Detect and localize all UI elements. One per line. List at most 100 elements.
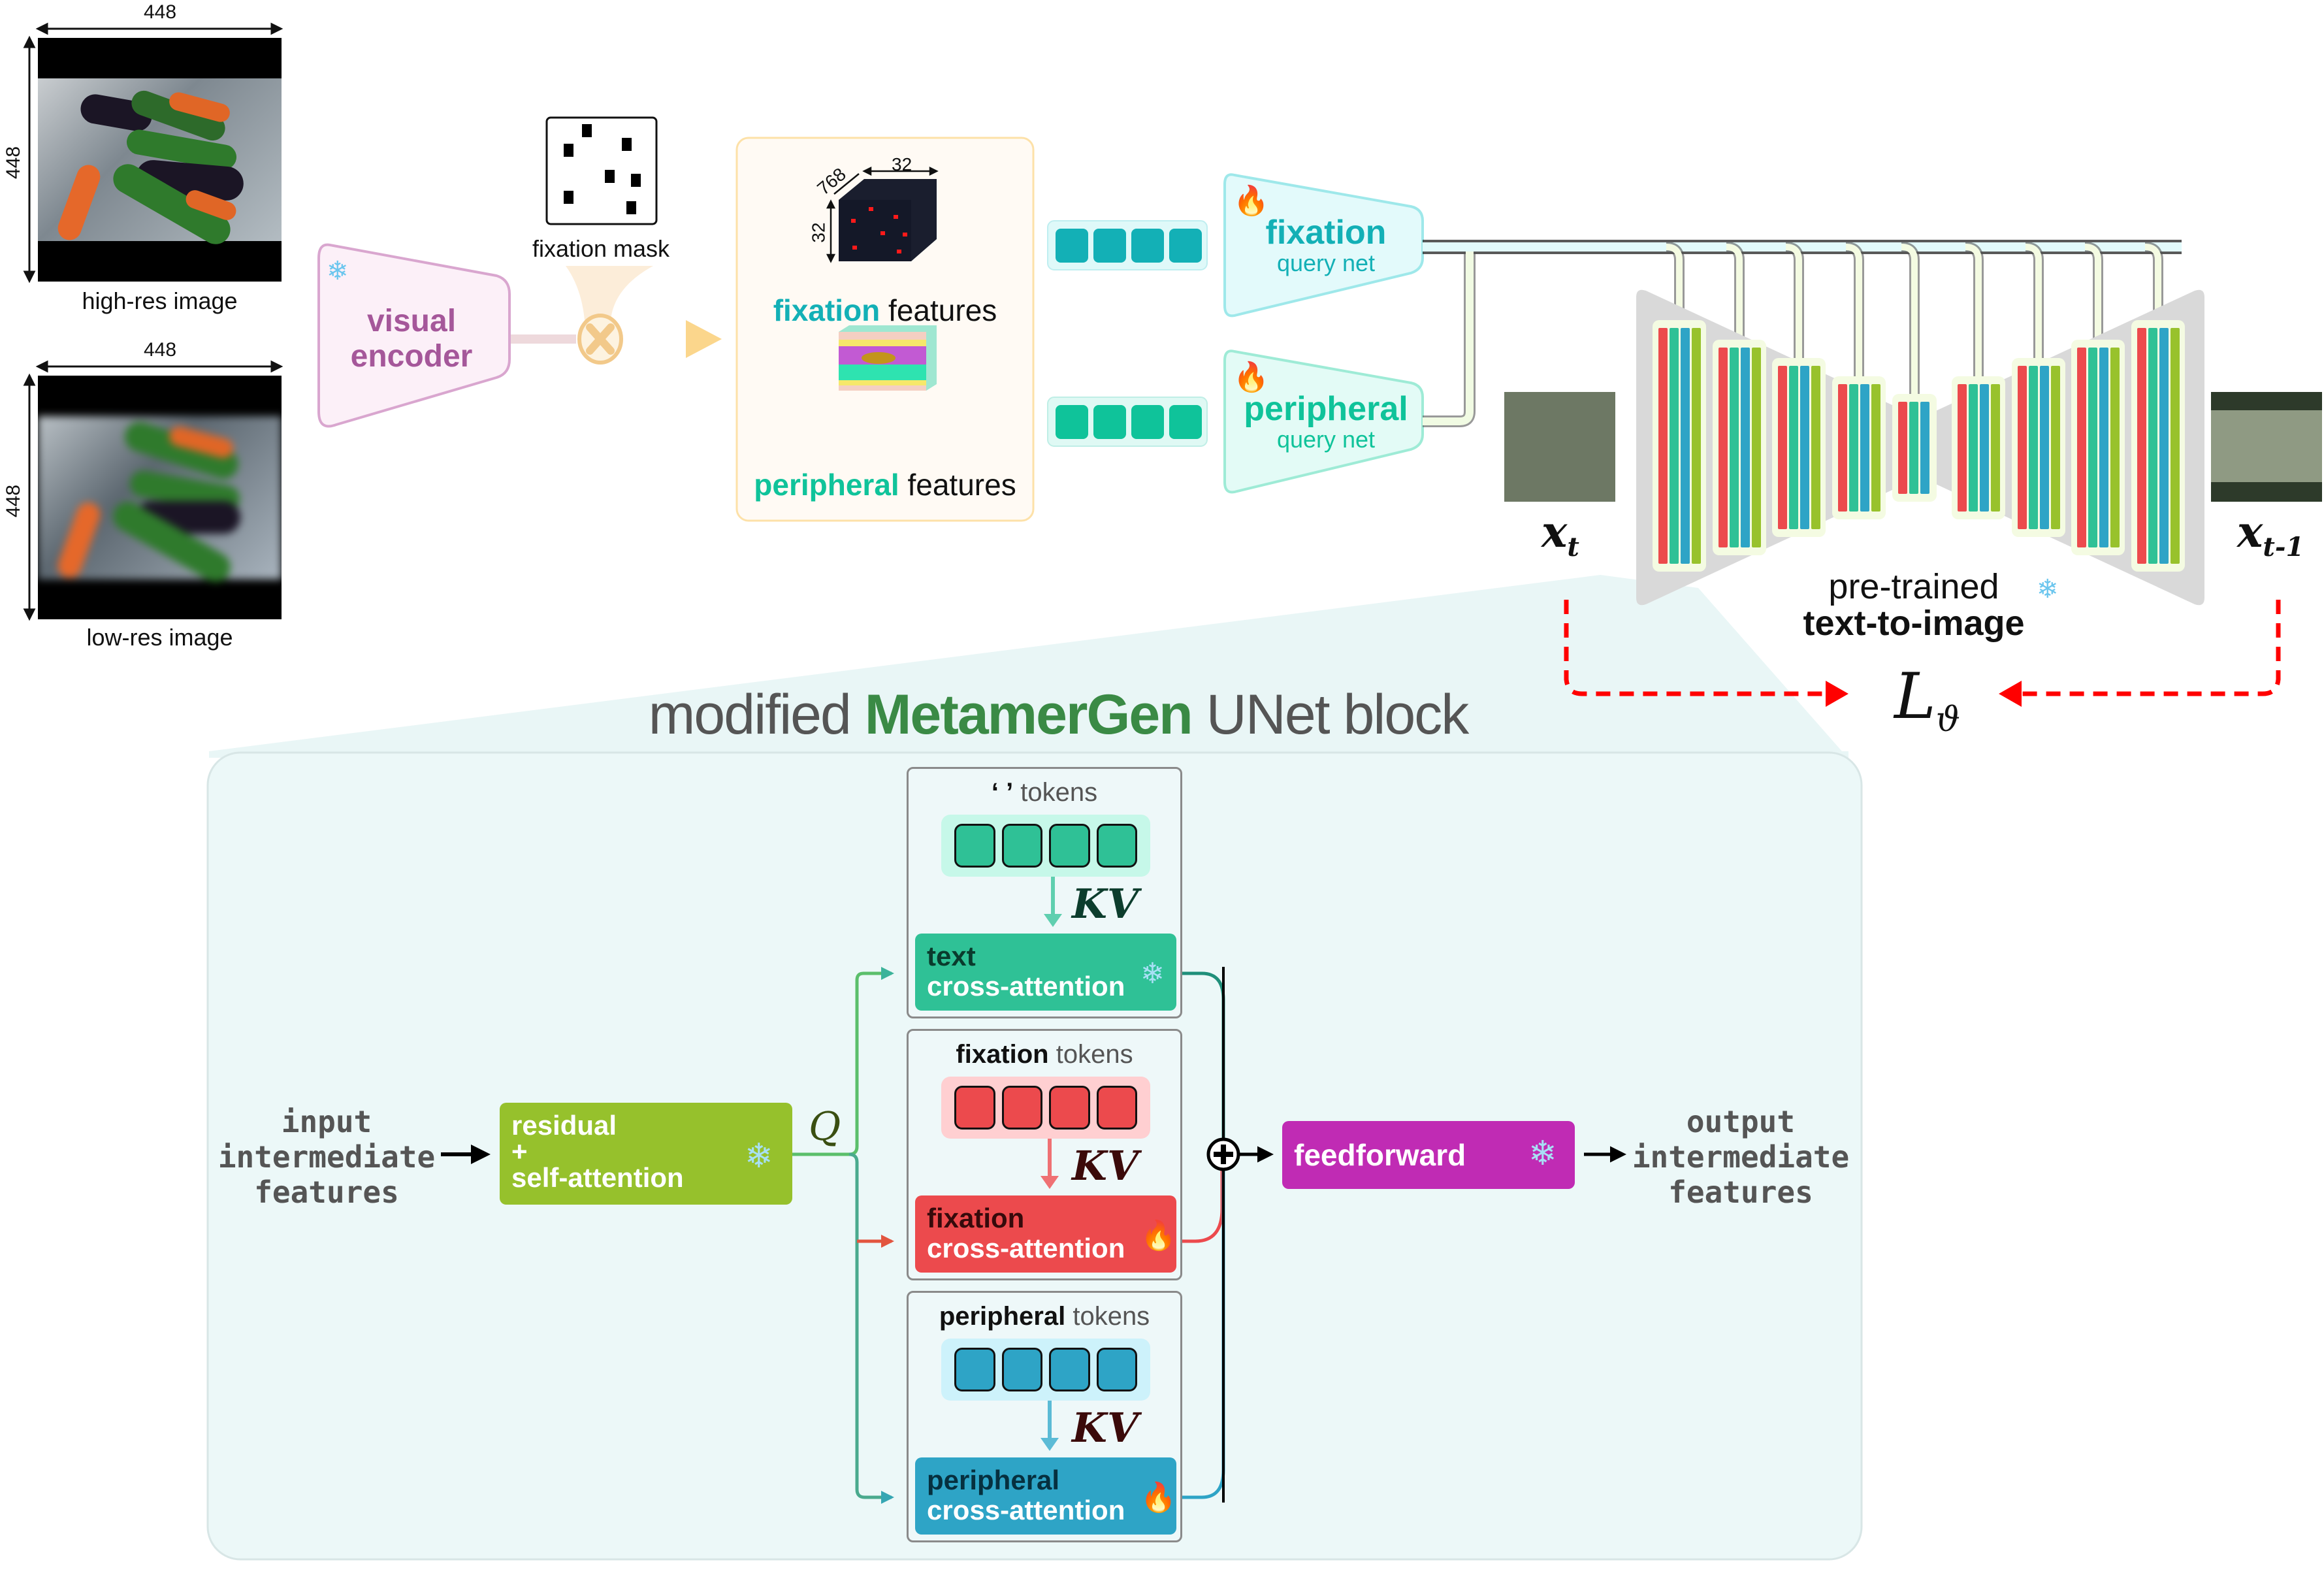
- text-ca-name: text: [927, 941, 976, 971]
- fixation-dim-height: 32: [808, 222, 829, 243]
- unet-block-stripe: [2018, 366, 2027, 529]
- peripheral-features-highlight: peripheral: [754, 468, 899, 502]
- unet-drop-tube: [2025, 244, 2042, 358]
- visual-encoder-label: visual encoder: [327, 304, 496, 374]
- dimension-arrows-lowres: [23, 360, 283, 621]
- unet-block-stripe: [1991, 384, 2000, 512]
- text-tokens-rest: tokens: [1013, 778, 1098, 807]
- peripheral-tokens-bold: peripheral: [939, 1302, 1066, 1331]
- peripheral-ca-name: peripheral: [927, 1465, 1060, 1495]
- loss-label: Lϑ: [1894, 660, 1960, 740]
- loss-arrow-left: [1564, 600, 1826, 696]
- x-t-main: x: [1541, 506, 1568, 557]
- unet-block-stripe: [1871, 384, 1880, 512]
- unet-block-stripe: [2088, 348, 2097, 547]
- snowflake-icon: ❄: [745, 1137, 773, 1175]
- peripheral-branch-panel: peripheral tokens KV peripheral cross-at…: [907, 1291, 1182, 1542]
- highres-height-label: 448: [3, 146, 25, 180]
- output-line2: intermediate: [1632, 1139, 1850, 1175]
- feedforward-label: feedforward: [1294, 1138, 1466, 1172]
- unet-block-stripe: [1800, 366, 1809, 529]
- x-t-sub: t: [1567, 532, 1579, 563]
- self-attn-line2: +: [511, 1136, 528, 1167]
- fixation-cross-attention-block: fixation cross-attention: [915, 1195, 1176, 1273]
- unet-drop-tube: [1666, 244, 1683, 320]
- unet-drop-lines: [1666, 242, 2163, 394]
- peripheral-feature-cube: [839, 325, 937, 391]
- lowres-width-label: 448: [144, 339, 177, 361]
- dimension-arrows-highres: [23, 22, 283, 284]
- peripheral-tokens: [941, 1339, 1150, 1401]
- unet-block-stripe: [2137, 328, 2146, 564]
- snowflake-icon: ❄: [1140, 958, 1165, 990]
- unet-block-stripe: [1681, 328, 1690, 564]
- unet-drop-tube: [1785, 244, 1802, 358]
- fixation-tokens-bold: fixation: [956, 1040, 1049, 1069]
- unet-block-stripe: [1849, 384, 1858, 512]
- loss-arrow-right: [2022, 600, 2281, 696]
- fire-icon: 🔥: [1233, 361, 1269, 393]
- peripheral-cross-attention-block: peripheral cross-attention: [915, 1457, 1176, 1535]
- unet-block-stripe: [2099, 348, 2108, 547]
- unet-drop-tube: [1901, 244, 1918, 394]
- unet-block-stripe: [1692, 328, 1701, 564]
- unet-block-stripe: [1920, 402, 1929, 494]
- title-post: UNet block: [1191, 683, 1470, 746]
- snowflake-icon: ❄: [1528, 1135, 1557, 1173]
- fixation-mask-box: [545, 116, 658, 225]
- highres-width-label: 448: [144, 1, 177, 23]
- unet-block-stripe: [1811, 366, 1820, 529]
- snowflake-icon: ❄: [2037, 575, 2059, 604]
- lowres-height-label: 448: [3, 484, 25, 518]
- text-tokens-header: ‘ ’ tokens: [909, 778, 1180, 807]
- x-t-label: xt: [1541, 506, 1579, 562]
- self-attn-line3: self-attention: [511, 1162, 684, 1193]
- unet-block-stripe: [1909, 402, 1918, 494]
- title-pre: modified: [648, 683, 865, 746]
- self-attn-line1: residual: [511, 1110, 617, 1141]
- fixation-ca-name: fixation: [927, 1203, 1025, 1233]
- unet-label-line2: text-to-image: [1803, 604, 2025, 643]
- x-t-minus-1-main: x: [2237, 506, 2263, 557]
- text-tokens: [941, 815, 1150, 877]
- unet-block-stripe: [1969, 384, 1978, 512]
- peripheral-features-label: peripheral features: [737, 467, 1033, 502]
- unet-block-stripe: [2171, 328, 2180, 564]
- peripheral-query-net-shape: [1223, 350, 1424, 494]
- self-attention-block: residual + self-attention: [500, 1103, 792, 1205]
- x-t-minus-1-label: xt-1: [2237, 506, 2304, 562]
- fixation-tokens-rest: tokens: [1048, 1040, 1133, 1069]
- fixation-tokens: [941, 1077, 1150, 1139]
- fire-icon: 🔥: [1233, 185, 1269, 217]
- unet-block-stripe: [2051, 366, 2060, 529]
- unet-block-stripe: [1752, 348, 1761, 547]
- fixation-dim-width: 32: [892, 154, 912, 174]
- fixation-query-net: fixation query net: [1244, 216, 1408, 277]
- feedforward-block: feedforward: [1282, 1121, 1575, 1189]
- fixation-features-highlight: fixation: [773, 293, 880, 327]
- input-line2: intermediate: [218, 1139, 436, 1175]
- unet-blocks: [1653, 320, 2185, 572]
- input-line3: features: [254, 1175, 399, 1210]
- fixation-query-net-title: fixation: [1265, 214, 1387, 252]
- unet-block-stripe: [2077, 348, 2086, 547]
- unet-block-stripe: [1789, 366, 1798, 529]
- input-features-label: input intermediate features: [216, 1104, 438, 1210]
- unet-drop-tube: [1965, 244, 1982, 376]
- text-tokens-bold: ‘ ’: [991, 778, 1014, 807]
- fire-icon: 🔥: [1140, 1482, 1176, 1514]
- zoom-cone: [209, 575, 1848, 758]
- unet-block-stripe: [1838, 384, 1847, 512]
- visual-encoder-line1: visual: [366, 304, 457, 338]
- unet-block-stripe: [1741, 348, 1750, 547]
- unet-block-stripe: [2148, 328, 2157, 564]
- fixation-query-net-subtitle: query net: [1276, 250, 1376, 276]
- unet-block-stripe: [1719, 348, 1728, 547]
- fixation-feature-cube: [826, 166, 939, 263]
- fixation-mask-caption: fixation mask: [532, 235, 670, 262]
- text-cross-attention-block: text cross-attention: [915, 934, 1176, 1011]
- conditioning-tubes: [1423, 240, 2182, 427]
- fixation-features-rest: features: [880, 293, 997, 327]
- text-ca-sub: cross-attention: [927, 971, 1125, 1001]
- peripheral-ca-sub: cross-attention: [927, 1495, 1125, 1525]
